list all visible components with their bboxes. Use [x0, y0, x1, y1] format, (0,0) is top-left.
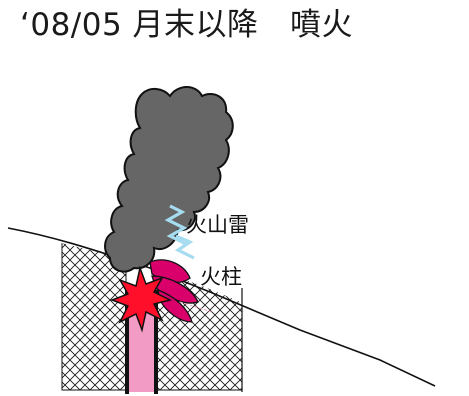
- leader-line-eruption-column: [179, 301, 213, 313]
- volcanic-lightning-icon: [164, 204, 195, 260]
- explosion-burst-icon: [109, 265, 173, 333]
- label-eruption-column: 火柱: [200, 265, 242, 289]
- ground-surface-line: [7, 227, 436, 387]
- label-volcanic-lightning: 火山雷: [186, 213, 249, 237]
- lightning-bolt-lower: [174, 234, 195, 260]
- lightning-bolt-upper: [164, 204, 188, 246]
- volcanic-plume: [104, 86, 234, 273]
- page-title: ‘08/05 月末以降 噴火: [20, 7, 354, 43]
